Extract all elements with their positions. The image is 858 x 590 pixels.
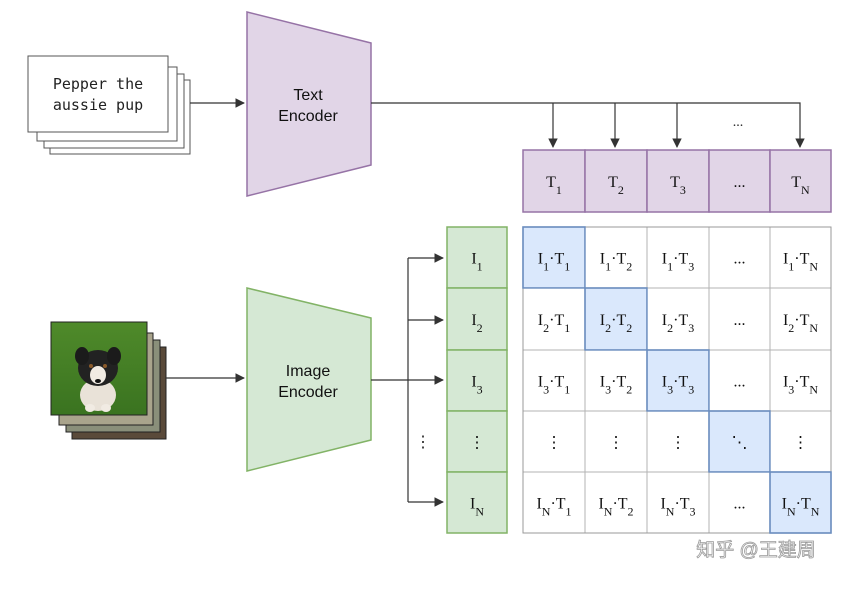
text-feature-label: T2 bbox=[608, 174, 624, 197]
puppy-photo bbox=[50, 321, 148, 416]
image-feature-label: I1 bbox=[471, 251, 482, 274]
matrix-cell-label: ⋮ bbox=[793, 435, 809, 452]
matrix-cell-label: ... bbox=[734, 312, 746, 329]
image-feature-cell bbox=[446, 349, 508, 412]
matrix-cell-label: ⋮ bbox=[670, 435, 686, 452]
text-feature-label: T1 bbox=[546, 174, 562, 197]
matrix-cell bbox=[584, 471, 648, 534]
matrix-cell-label: I1·T2 bbox=[600, 251, 632, 274]
watermark: 知乎 @王建周 bbox=[696, 539, 816, 561]
image-encoder-shape bbox=[246, 287, 372, 472]
text-feature-cell bbox=[584, 149, 648, 213]
text-encoder-shape bbox=[246, 11, 372, 197]
matrix-cell bbox=[522, 349, 586, 412]
matrix-diagonal-outline bbox=[584, 287, 648, 351]
matrix-cell bbox=[769, 410, 832, 473]
text-card-front bbox=[27, 55, 169, 133]
text-feature-label: TN bbox=[791, 174, 810, 197]
matrix-cell-label: ⋮ bbox=[546, 435, 562, 452]
matrix-cell-label: I3·TN bbox=[783, 374, 818, 397]
matrix-cell-label: I1·T1 bbox=[538, 251, 570, 274]
text-input-line-2: aussie pup bbox=[53, 96, 143, 114]
image-feature-label: ⋮ bbox=[469, 435, 485, 452]
matrix-cell-label: IN·TN bbox=[782, 496, 820, 519]
matrix-border bbox=[522, 226, 832, 534]
image-feature-cell bbox=[446, 410, 508, 473]
matrix-cell bbox=[769, 287, 832, 351]
text-feature-cell bbox=[769, 149, 832, 213]
matrix-cell-label: I3·T3 bbox=[662, 374, 694, 397]
text-encoder-label-1: Text bbox=[293, 87, 323, 104]
image-feature-label: IN bbox=[470, 496, 484, 519]
matrix-diagonal-outline bbox=[522, 226, 586, 289]
text-feature-label: T3 bbox=[670, 174, 686, 197]
matrix-diagonal-outline bbox=[708, 410, 771, 473]
text-feature-label: ... bbox=[734, 174, 746, 191]
image-input-stack bbox=[50, 321, 167, 440]
bus-to-tn bbox=[371, 102, 805, 148]
matrix-cell-label: ... bbox=[734, 374, 746, 391]
matrix-cell-label: I2·T3 bbox=[662, 312, 694, 335]
matrix-cell bbox=[584, 410, 648, 473]
matrix-cell bbox=[522, 287, 586, 351]
matrix-cell-label: I1·TN bbox=[783, 251, 818, 274]
matrix-cell-label: ... bbox=[734, 251, 746, 268]
matrix-cell-label: ⋱ bbox=[732, 435, 748, 452]
image-output-bus: ⋮ bbox=[371, 253, 444, 507]
matrix-cell-label: I2·T1 bbox=[538, 312, 570, 335]
image-feature-label: I3 bbox=[471, 374, 482, 397]
similarity-matrix: I1·T1 I1·T2 I1·T3... I1·TN I2·T1 I2·T2 I2·T3..… bbox=[522, 226, 832, 534]
text-input-line-1: Pepper the bbox=[53, 75, 143, 93]
text-input-stack: Pepper the aussie pup bbox=[27, 55, 191, 155]
matrix-cell-label: I3·T2 bbox=[600, 374, 632, 397]
image-feature-label: I2 bbox=[471, 312, 482, 335]
matrix-cell-label: I2·TN bbox=[783, 312, 818, 335]
matrix-cell-label: I3·T1 bbox=[538, 374, 570, 397]
image-feature-cell bbox=[446, 287, 508, 351]
matrix-cell-label: IN·T1 bbox=[536, 496, 571, 519]
text-output-bus: ... bbox=[371, 102, 805, 148]
bus-ellipsis: ... bbox=[733, 115, 744, 130]
image-feature-cell bbox=[446, 471, 508, 534]
matrix-cell bbox=[522, 471, 586, 534]
bus-vdots: ⋮ bbox=[415, 434, 431, 451]
matrix-cell-label: IN·T2 bbox=[598, 496, 633, 519]
matrix-cell-diagonal bbox=[522, 226, 586, 289]
matrix-cell-label: I2·T2 bbox=[600, 312, 632, 335]
text-encoder-label-2: Encoder bbox=[278, 108, 338, 125]
image-feature-cell bbox=[446, 226, 508, 289]
matrix-cell bbox=[584, 226, 648, 289]
text-feature-cell bbox=[646, 149, 710, 213]
text-feature-row: T1 T2 T3... TN bbox=[522, 149, 832, 213]
matrix-cell bbox=[708, 226, 771, 289]
image-encoder-label-2: Encoder bbox=[278, 384, 338, 401]
matrix-cell bbox=[646, 287, 710, 351]
matrix-cell-label: ... bbox=[734, 496, 746, 513]
matrix-cell-label: ⋮ bbox=[608, 435, 624, 452]
matrix-diagonal-outline bbox=[646, 349, 710, 412]
matrix-cell-label: I1·T3 bbox=[662, 251, 694, 274]
matrix-diagonal-outline bbox=[769, 471, 832, 534]
matrix-cell-label: IN·T3 bbox=[660, 496, 695, 519]
matrix-cell bbox=[708, 471, 771, 534]
image-encoder-label-1: Image bbox=[286, 363, 331, 380]
matrix-cell-diagonal bbox=[769, 471, 832, 534]
